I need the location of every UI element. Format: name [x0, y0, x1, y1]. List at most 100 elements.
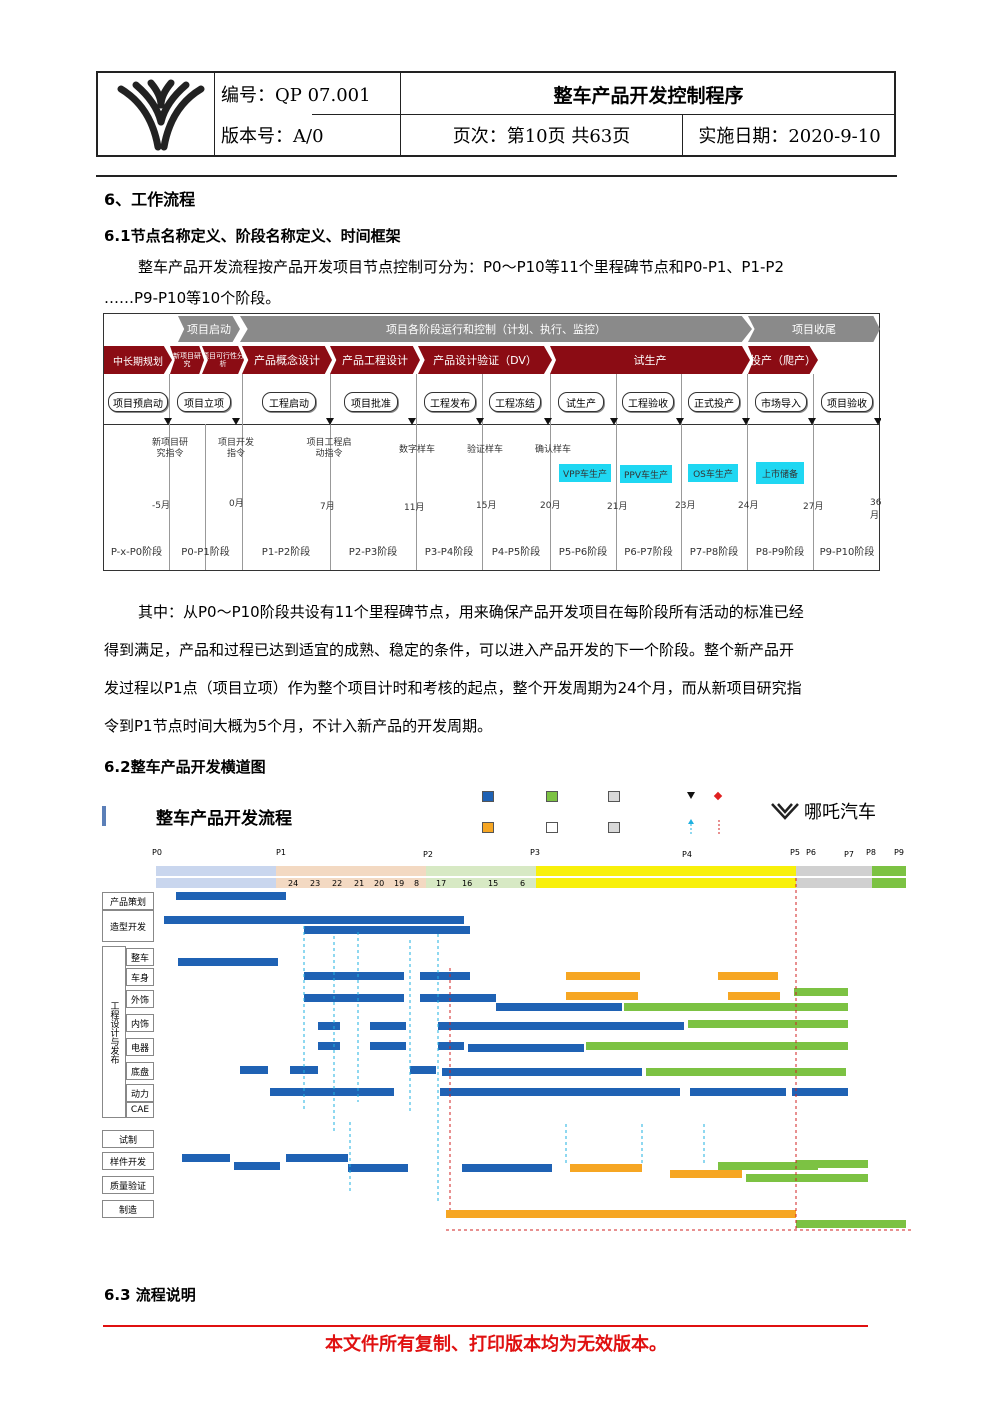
side-label: CAE	[126, 1102, 154, 1118]
gantt-title: 整车产品开发流程	[156, 809, 292, 829]
countdown-num: 6	[520, 879, 526, 888]
phase-band-concept: 产品概念设计	[242, 346, 332, 374]
stage-label: P5-P6阶段	[558, 547, 608, 558]
timeline-axis	[104, 424, 879, 425]
milestone-engineering-acceptance: 工程验收	[622, 392, 674, 412]
stage-label: P1-P2阶段	[261, 547, 311, 558]
gantt-point: P1	[276, 848, 286, 857]
month-tick: 7月	[320, 502, 335, 512]
explain-paragraph-line4: 令到P1节点时间大概为5个月，不计入新产品的开发周期。	[104, 717, 493, 735]
stage-label: P8-P9阶段	[755, 547, 805, 558]
gantt-point: P3	[530, 848, 540, 857]
countdown-num: 20	[374, 879, 385, 888]
note-project-dev-order: 项目开发指令	[218, 438, 255, 459]
phase-band-long-term: 中长期规划	[104, 346, 172, 374]
build-ppv: PPV车生产	[620, 465, 672, 483]
side-label: 制造	[102, 1200, 154, 1218]
doc-number: 编号：QP 07.001	[214, 73, 400, 115]
doc-title: 整车产品开发控制程序	[400, 73, 896, 115]
section-6-1-title: 6.1节点名称定义、阶段名称定义、时间框架	[104, 227, 401, 245]
phase-band-new-research: 新项目研究	[170, 346, 204, 374]
note-confirm-car: 确认样车	[534, 445, 571, 455]
milestone-project-ratify: 项目批准	[344, 392, 398, 412]
top-band-start: 项目启动	[178, 316, 240, 342]
month-tick: 20月	[540, 501, 561, 511]
month-tick: -5月	[152, 501, 170, 511]
build-vpp: VPP车生产	[559, 464, 611, 482]
intro-paragraph-line2: ……P9-P10等10个阶段。	[104, 289, 281, 307]
phase-band-feasibility: 项目可行性分析	[202, 346, 244, 374]
countdown-num: 19	[394, 879, 405, 888]
milestone-market-launch: 市场导入	[755, 392, 807, 412]
countdown-num: 21	[354, 879, 365, 888]
milestone-pre-start: 项目预启动	[108, 392, 168, 412]
side-group-label: 工程设计与发布	[102, 946, 126, 1118]
milestone-engineering-start: 工程启动	[262, 392, 316, 412]
gantt-point: P6	[806, 848, 816, 857]
explain-paragraph-line3: 发过程以P1点（项目立项）作为整个项目计时和考核的起点，整个开发周期为24个月，…	[104, 679, 802, 697]
month-tick: 15月	[476, 501, 497, 511]
milestone-engineering-freeze: 工程冻结	[489, 392, 541, 412]
month-tick: 11月	[404, 503, 425, 513]
month-tick: 27月	[803, 502, 824, 512]
phase-band-ramp: 投产（爬产）	[748, 346, 818, 374]
top-band-control: 项目各阶段运行和控制（计划、执行、监控）	[240, 316, 752, 342]
note-new-project-research: 新项目研究指令	[151, 438, 188, 459]
footer-rule	[103, 1325, 868, 1327]
note-validation-car: 验证样车	[466, 445, 503, 455]
stage-label: P4-P5阶段	[491, 547, 541, 558]
phase-band-engineering: 产品工程设计	[330, 346, 420, 374]
countdown-num: 24	[288, 879, 299, 888]
company-logo	[106, 77, 216, 153]
top-band-closure: 项目收尾	[748, 316, 880, 342]
brand-logo: 哪吒汽车	[770, 798, 876, 824]
build-os: OS车生产	[688, 464, 738, 482]
brand-mark-icon	[771, 803, 799, 820]
milestone-engineering-release: 工程发布	[424, 392, 476, 412]
month-tick: 36月	[870, 498, 882, 521]
build-market-reserve: 上市储备	[756, 462, 804, 484]
side-label: 车身	[126, 968, 154, 986]
phase-band-dv: 产品设计验证（DV）	[418, 346, 552, 374]
doc-page: 页次：第10页 共63页	[400, 115, 682, 155]
milestone-project-approval: 项目立项	[177, 392, 231, 412]
side-label: 样件开发	[102, 1152, 154, 1170]
countdown-num: 16	[462, 879, 473, 888]
countdown-num: 23	[310, 879, 321, 888]
gantt-point: P0	[152, 848, 162, 857]
side-label: 外饰	[126, 990, 154, 1008]
gantt-point: P4	[682, 850, 692, 859]
gantt-point: P8	[866, 848, 876, 857]
note-engineering-start-order: 项目工程启动指令	[306, 438, 352, 459]
side-label: 质量验证	[102, 1176, 154, 1194]
note-digital-car: 数字样车	[398, 445, 435, 455]
side-label: 内饰	[126, 1014, 154, 1032]
stage-label: P6-P7阶段	[624, 547, 673, 558]
stage-label: P-x-P0阶段	[110, 547, 163, 558]
stage-label: P9-P10阶段	[819, 547, 875, 558]
document-header: 编号：QP 07.001 整车产品开发控制程序 版本号：A/0 页次：第10页 …	[96, 71, 896, 157]
stage-label: P7-P8阶段	[689, 547, 739, 558]
side-label: 试制	[102, 1130, 154, 1148]
countdown-num: 8	[414, 879, 420, 888]
doc-version: 版本号：A/0	[214, 115, 400, 155]
milestone-project-acceptance: 项目验收	[821, 392, 873, 412]
side-label: 造型开发	[102, 910, 154, 942]
countdown-num: 17	[436, 879, 447, 888]
section-6-3-title: 6.3 流程说明	[104, 1286, 196, 1304]
gantt-point: P7	[844, 850, 854, 859]
stage-label: P0-P1阶段	[181, 547, 230, 558]
gantt-chart: 整车产品开发流程 哪吒汽车 P0 P1 P2 P3 P4 P5 P6 P7 P8…	[100, 782, 912, 1234]
month-tick: 24月	[738, 501, 759, 511]
side-label: 整车	[126, 948, 154, 966]
axis-triangles	[164, 418, 881, 425]
stage-label: P2-P3阶段	[348, 547, 398, 558]
doc-date: 实施日期：2020-9-10	[682, 115, 896, 155]
milestone-trial-production: 试生产	[558, 392, 604, 412]
side-label: 底盘	[126, 1062, 154, 1080]
intro-paragraph-line1: 整车产品开发流程按产品开发项目节点控制可分为：P0～P10等11个里程碑节点和P…	[138, 258, 784, 276]
month-tick: 21月	[607, 502, 628, 512]
gantt-title-bar	[102, 806, 106, 826]
explain-paragraph-line1: 其中：从P0～P10阶段共设有11个里程碑节点，用来确保产品开发项目在每阶段所有…	[138, 603, 804, 621]
gantt-point: P5	[790, 848, 800, 857]
